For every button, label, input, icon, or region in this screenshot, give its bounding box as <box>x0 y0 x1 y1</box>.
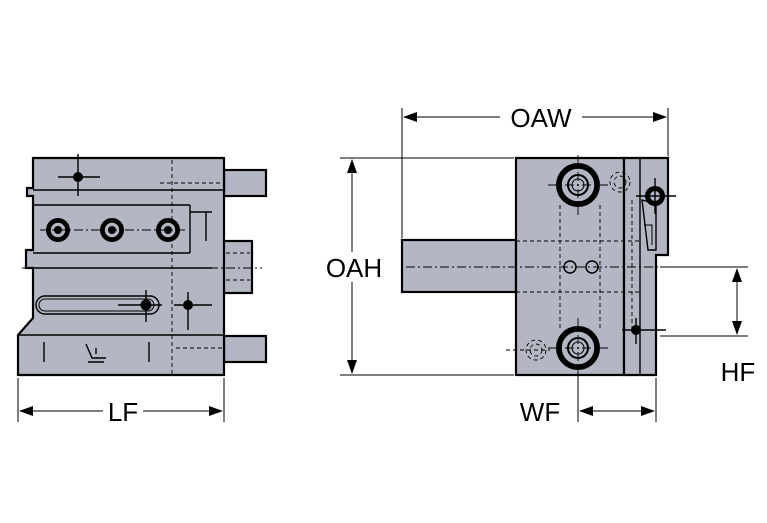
wf-label: WF <box>520 397 560 427</box>
hf-label: HF <box>721 357 756 387</box>
oah-label: OAH <box>326 253 382 283</box>
adjustment-slot <box>35 295 160 315</box>
lf-label: LF <box>108 397 138 427</box>
lower-bolt-hole <box>506 318 608 378</box>
lower-shank-pin <box>222 334 268 364</box>
shank <box>400 238 518 294</box>
screw-row <box>40 218 186 242</box>
coolant-symbol-icon <box>85 343 106 363</box>
dimension-wf: WF <box>520 372 657 427</box>
dimension-oaw: OAW <box>401 103 669 238</box>
front-view <box>400 155 676 378</box>
dimension-lf: LF <box>17 378 225 427</box>
upper-bolt-hole <box>548 155 631 215</box>
upper-shank-pin <box>222 168 268 198</box>
dimension-oah: OAH <box>318 157 514 376</box>
clamp-plate <box>622 156 670 377</box>
dimension-hf: HF <box>660 266 756 387</box>
side-view <box>16 154 268 377</box>
oaw-label: OAW <box>510 103 572 133</box>
